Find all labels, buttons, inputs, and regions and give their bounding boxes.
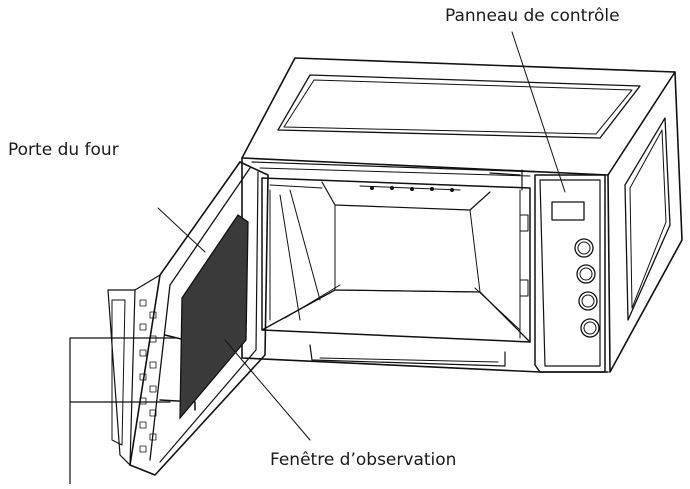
leader-line-observation-window: [224, 339, 311, 441]
control-panel: [534, 174, 606, 373]
control-button: [576, 264, 596, 284]
oven-door: [107, 161, 269, 476]
leader-bracket-door-latches: [69, 337, 176, 485]
oven-cavity: [261, 169, 531, 343]
leader-line-control-panel: [511, 31, 566, 193]
observation-window: [179, 214, 249, 420]
label-control-panel: Panneau de contrôle: [445, 6, 620, 26]
control-button: [580, 318, 600, 338]
label-oven-door: Porte du four: [8, 140, 119, 160]
microwave-body: [241, 57, 683, 373]
label-observation-window: Fenêtre d’observation: [270, 450, 457, 470]
leader-line-oven-door: [157, 207, 206, 253]
display-screen: [551, 201, 585, 221]
door-seal-pattern: [139, 299, 157, 453]
control-button: [578, 291, 598, 311]
control-button: [574, 238, 594, 258]
